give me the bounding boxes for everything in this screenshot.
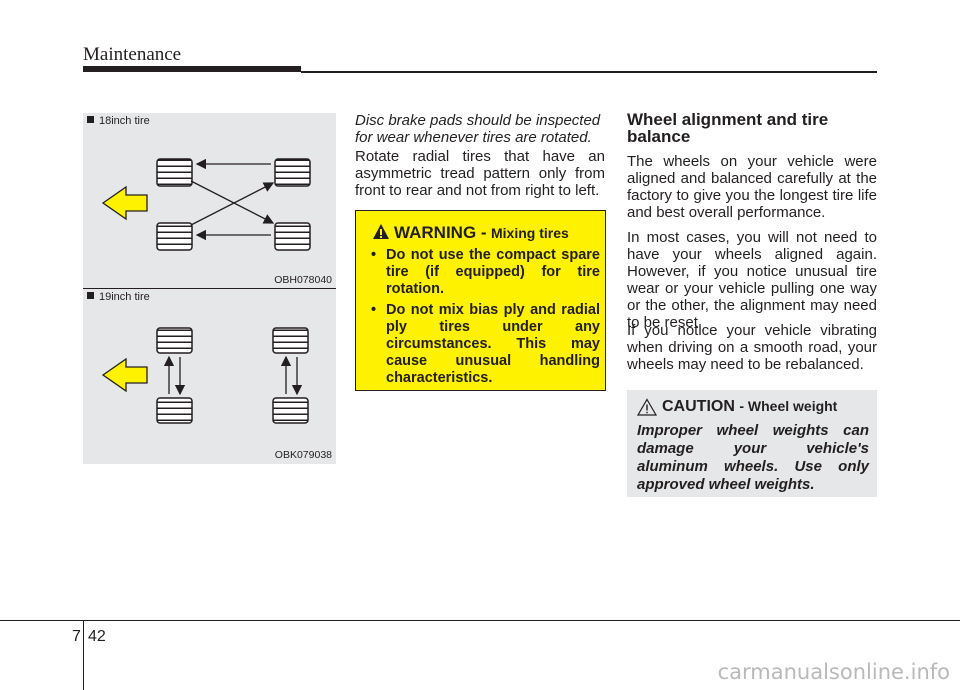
- footer-rule: [0, 620, 960, 621]
- warning-heading: WARNING - Mixing tires: [372, 223, 569, 243]
- warning-box: WARNING - Mixing tires • Do not use the …: [355, 210, 606, 391]
- page-number: 42: [88, 628, 106, 645]
- header-rule-thick: [83, 66, 301, 72]
- tire-front-left: [156, 327, 193, 354]
- alignment-paragraph-3: If you notice your vehicle vibrating whe…: [627, 322, 877, 373]
- vehicle-front-direction-arrow: [101, 357, 148, 393]
- tire-rear-left: [156, 397, 193, 424]
- caution-triangle-icon: [637, 398, 657, 416]
- page-header-title: Maintenance: [83, 44, 182, 65]
- tire-rotation-diagram-18inch: [101, 158, 311, 251]
- warning-list: • Do not use the compact spare tire (if …: [364, 247, 600, 391]
- chapter-number: 7: [72, 628, 81, 645]
- tire-front-right: [272, 327, 309, 354]
- tire-rear-right: [274, 222, 311, 251]
- warning-item: • Do not use the compact spare tire (if …: [371, 247, 600, 297]
- asymmetric-tread-paragraph: Rotate radial tires that have an asymmet…: [355, 148, 605, 199]
- figure-label-18inch: 18inch tire: [87, 115, 150, 127]
- vehicle-front-direction-arrow: [101, 185, 148, 221]
- tire-rear-right: [272, 397, 309, 424]
- bullet-icon: •: [371, 247, 377, 263]
- figure-divider: [83, 288, 336, 289]
- warning-subtitle: Mixing tires: [491, 225, 569, 241]
- warning-item: • Do not mix bias ply and radial ply tir…: [371, 302, 600, 386]
- bullet-icon: •: [371, 302, 377, 318]
- tire-rotation-figure-19inch: 19inch tire OBK079038: [83, 289, 336, 464]
- watermark: carmanualsonline.info: [717, 660, 950, 684]
- caution-heading: CAUTION - Wheel weight: [637, 398, 837, 416]
- tire-rear-left: [156, 222, 193, 251]
- footer-divider: [83, 620, 84, 690]
- section-heading-wheel-alignment: Wheel alignment and tire balance: [627, 110, 829, 146]
- alignment-paragraph-2: In most cases, you will not need to have…: [627, 229, 877, 331]
- rotation-arrow-left-front-to-right-rear: [190, 180, 275, 224]
- rotation-arrow-left-rear-to-right-front: [190, 182, 275, 226]
- figure-label-19inch: 19inch tire: [87, 291, 150, 303]
- caution-text: Improper wheel weights can damage your v…: [637, 422, 869, 493]
- caution-box: CAUTION - Wheel weight Improper wheel we…: [627, 390, 877, 497]
- warning-triangle-icon: [373, 224, 389, 239]
- tire-front-right: [274, 158, 311, 187]
- tire-front-left: [156, 158, 193, 187]
- brake-pad-inspection-note: Disc brake pads should be inspected for …: [355, 112, 601, 146]
- caution-subtitle: - Wheel weight: [739, 398, 838, 414]
- header-rule-thin: [301, 71, 877, 73]
- tire-rotation-diagram-19inch: [101, 327, 309, 424]
- tire-rotation-figure-18inch: 18inch tire OBH078040: [83, 113, 336, 289]
- alignment-paragraph-1: The wheels on your vehicle were aligned …: [627, 153, 877, 221]
- figure-code-18inch: OBH078040: [274, 274, 332, 286]
- caution-title: CAUTION: [662, 398, 735, 415]
- figure-code-19inch: OBK079038: [274, 449, 332, 461]
- warning-title: WARNING -: [394, 223, 487, 242]
